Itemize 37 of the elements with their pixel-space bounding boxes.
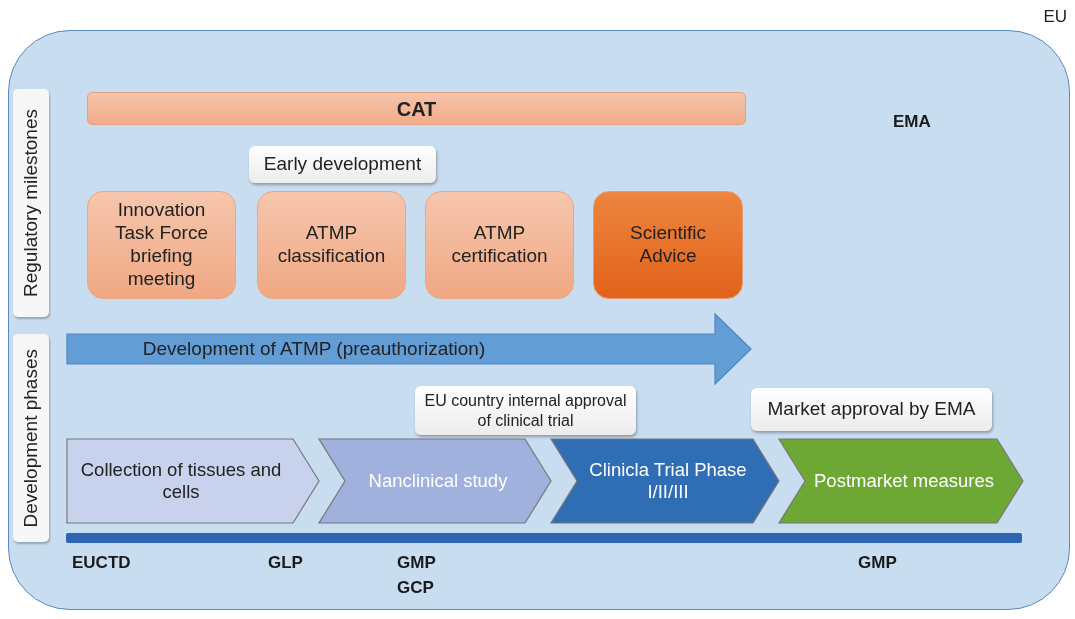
milestone-box [87,191,236,299]
box-label: EU country internal approval of clinical trial [423,391,628,430]
box-label: ATMP certification [450,222,549,268]
process-arrow [67,314,751,384]
box-label: ATMP classification [276,222,387,268]
chevron-step [67,439,319,523]
side-tab [13,89,49,317]
milestone-box [593,191,743,299]
box-label: Development of ATMP (preauthorization) [142,337,486,361]
note-box [415,386,636,435]
note-box [751,388,992,431]
standard-label: GLP [268,553,303,573]
committee-bar [87,92,746,125]
box-label: Early development [263,153,422,176]
chevron-step [779,439,1023,523]
region-label: EU [1043,7,1067,28]
box-label: Nanclinical study [368,469,508,493]
chevron-step [319,439,551,523]
note-box [249,146,436,183]
standard-label: GMP [858,553,897,573]
section-label: Regulatory milestones [19,109,42,297]
box-label: Postmarket measures [814,469,994,493]
milestone-box [425,191,574,299]
chevron-step [551,439,779,523]
box-label: Innovation Task Force briefing meeting [114,199,209,291]
section-label: Development phases [19,348,42,528]
milestone-box [257,191,406,299]
box-label: Market approval by EMA [767,398,976,421]
box-label: CAT [396,96,437,121]
standard-label: EUCTD [72,553,131,573]
standard-label: EMA [893,112,931,132]
side-tab [13,334,49,542]
box-label: Scientific Advice [629,222,707,268]
standard-label: GMP [397,553,436,573]
box-label: Collection of tissues and cells [79,458,283,504]
standard-label: GCP [397,578,434,598]
box-label: Clinicla Trial Phase I/II/III [588,458,748,504]
